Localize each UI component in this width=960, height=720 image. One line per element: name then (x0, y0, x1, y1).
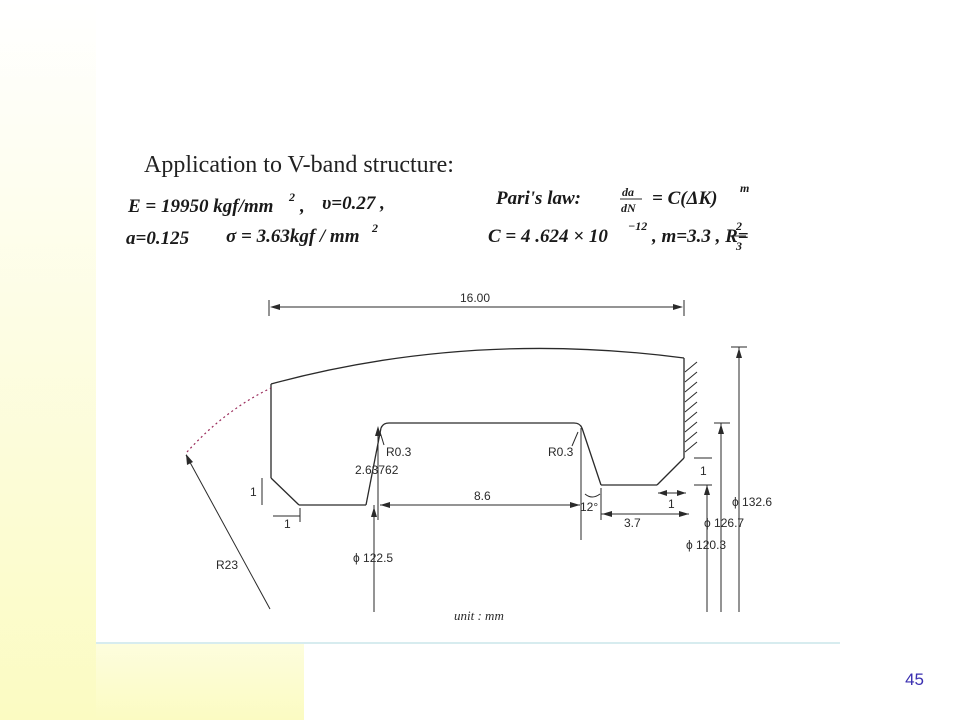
stress-superscript: 2 (371, 221, 378, 235)
slide-left-band (0, 0, 96, 720)
left-step-h-label: 1 (284, 517, 291, 531)
unit-label: unit : mm (454, 608, 504, 623)
page-number: 45 (905, 670, 924, 689)
comma-separator: , (299, 196, 305, 217)
dia-120-label: ϕ 120.3 (686, 538, 726, 552)
ratio-denominator: 3 (735, 239, 742, 253)
crack-length: a=0.125 (126, 228, 190, 249)
fillet-left-label: R0.3 (386, 445, 412, 459)
top-arc (270, 347, 685, 385)
slide-bottom-band (96, 642, 304, 720)
width-label: 16.00 (460, 291, 490, 305)
constants-rest: , m=3.3 , R= (651, 226, 749, 247)
radius-leader (185, 454, 271, 610)
ratio-numerator: 2 (735, 219, 742, 233)
v-top-edge (380, 422, 583, 429)
dia-122-arrow (371, 507, 377, 517)
scanned-figure (96, 100, 840, 644)
radius-arrow (186, 454, 193, 465)
height-label: 2.63762 (355, 463, 399, 477)
right-step-arrow-right (677, 490, 686, 496)
width-arrow-right (673, 304, 683, 310)
paris-law-label: Pari's law: (495, 188, 581, 209)
modulus-equation: E = 19950 kgf/mm (127, 196, 273, 217)
poisson-equation: υ=0.27 , (322, 193, 385, 214)
fixed-support-hatch (684, 361, 698, 453)
left-step-v-label: 1 (250, 485, 257, 499)
flange-arrow-left (602, 511, 612, 517)
fillet-right-leader (571, 431, 579, 447)
right-step-arrow-left (658, 490, 667, 496)
dia-132-arrow (736, 348, 742, 358)
base-arrow-right (570, 502, 580, 508)
paris-exponent: m (740, 181, 749, 195)
right-chamfer (656, 457, 685, 486)
heading: Application to V-band structure: (144, 152, 454, 178)
paris-numerator: da (622, 185, 634, 199)
fillet-right-label: R0.3 (548, 445, 574, 459)
constants-equation: C = 4 .624 × 10 (488, 226, 608, 247)
modulus-superscript: 2 (288, 190, 295, 204)
right-step-h-label: 1 (668, 497, 675, 511)
right-step-v-label: 1 (700, 464, 707, 478)
radius-label: R23 (216, 558, 238, 572)
dia-132-label: ϕ 132.6 (732, 495, 772, 509)
right-v-flank (581, 427, 602, 486)
dia-126-arrow (718, 424, 724, 434)
constants-exponent: −12 (628, 219, 647, 233)
dia-122-label: ϕ 122.5 (353, 551, 393, 565)
angle-arc (584, 493, 601, 498)
base-arrow-left (380, 502, 390, 508)
radius-arc-dotted (186, 387, 272, 453)
dia-126-label: ϕ 126.7 (704, 516, 744, 530)
flange-label: 3.7 (624, 516, 641, 530)
base-label: 8.6 (474, 489, 491, 503)
stress-equation: σ = 3.63kgf / mm (226, 226, 359, 247)
left-height-arrow (375, 426, 381, 436)
angle-label: 12° (580, 500, 598, 514)
fillet-left-leader (379, 431, 385, 446)
paris-rhs: = C(ΔK) (652, 188, 718, 209)
flange-arrow-right (679, 511, 689, 517)
left-chamfer (270, 477, 300, 506)
width-arrow-left (270, 304, 280, 310)
dia-120-arrow (704, 485, 710, 495)
paris-denominator: dN (621, 201, 637, 215)
